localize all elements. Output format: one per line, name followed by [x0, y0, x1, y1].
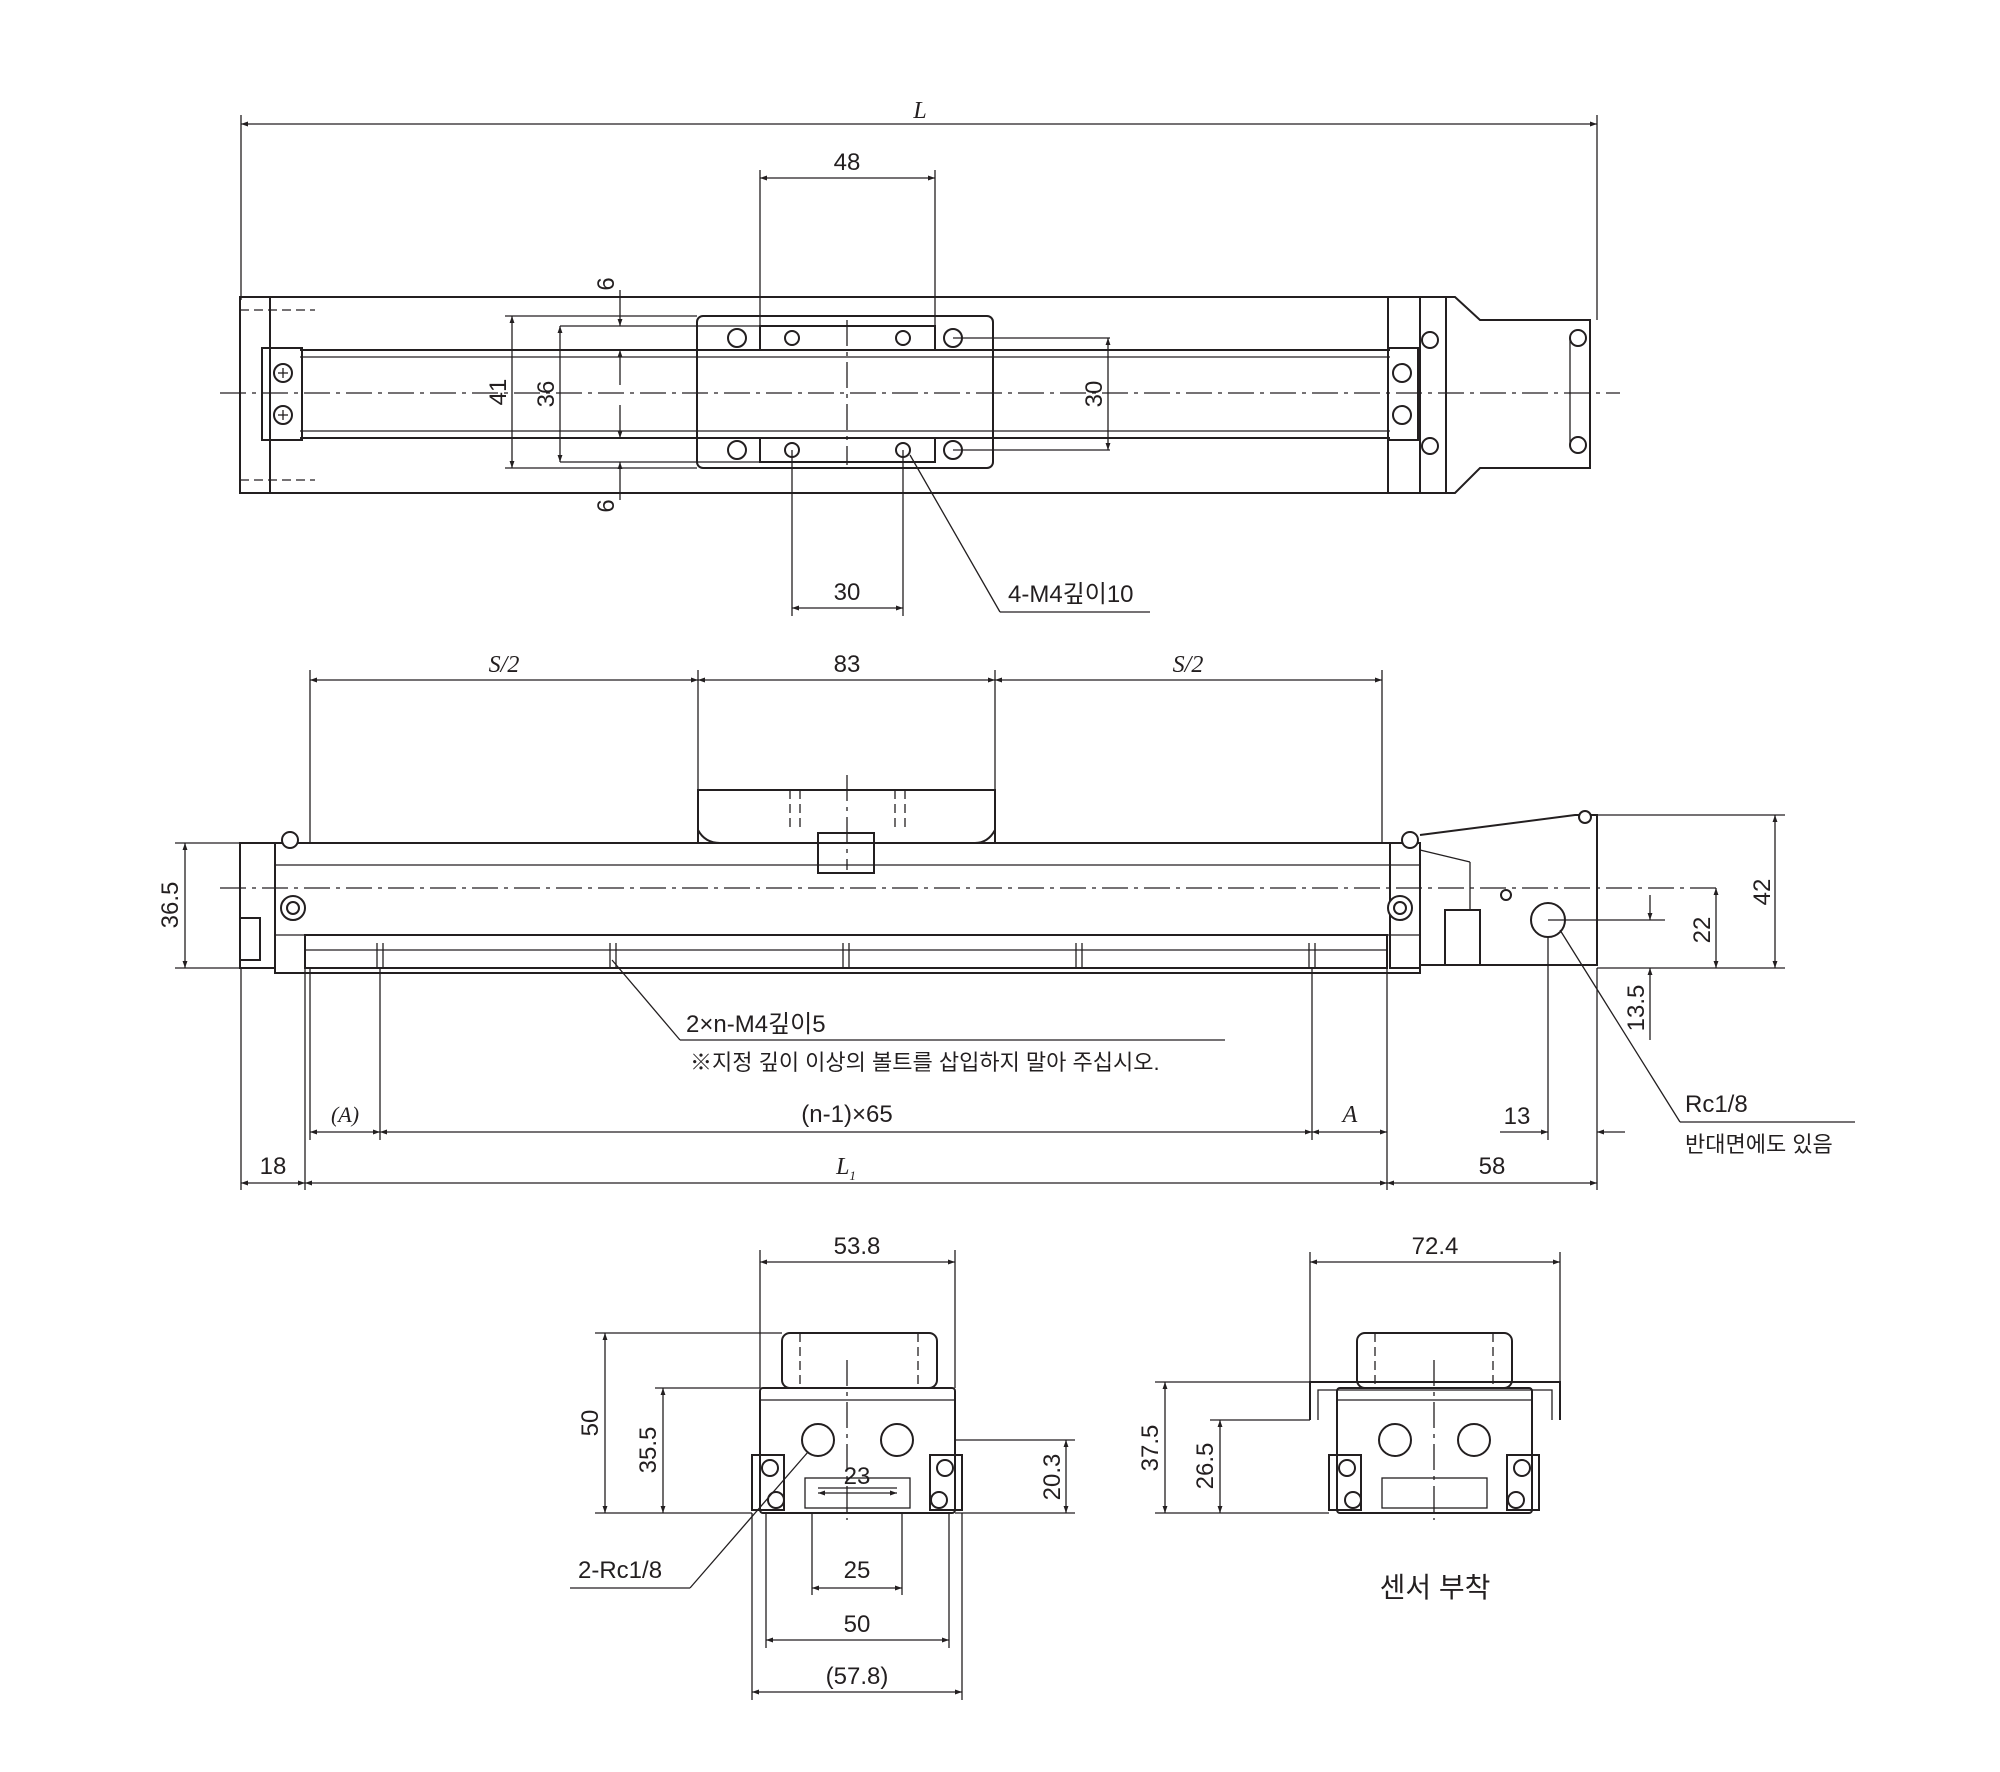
dim-22: 22 — [1689, 917, 1716, 944]
dim-36-5: 36.5 — [157, 882, 184, 929]
dim-26-5: 26.5 — [1192, 1443, 1219, 1490]
dim-50-width: 50 — [844, 1611, 871, 1638]
dim-83: 83 — [834, 651, 861, 678]
port-label: Rc1/8 — [1685, 1091, 1748, 1118]
front-view: S/2 83 S/2 36.5 42 22 13.5 2×n-M4깊이5 ※지정… — [157, 651, 1855, 1190]
dim-20-3: 20.3 — [1039, 1454, 1066, 1501]
dim-pitch: (n-1)×65 — [801, 1101, 892, 1128]
dim-S2-left: S/2 — [489, 652, 520, 678]
dim-6-lower: 6 — [593, 499, 620, 512]
dim-48: 48 — [834, 149, 861, 176]
dim-30-pitch: 30 — [834, 579, 861, 606]
dim-18: 18 — [260, 1153, 287, 1180]
sensor-view: 72.4 37.5 26.5 센서 부착 — [1137, 1233, 1561, 1603]
dim-13-5: 13.5 — [1623, 985, 1650, 1032]
sensor-caption: 센서 부착 — [1380, 1572, 1491, 1603]
top-view: L 48 6 6 41 36 30 30 — [220, 98, 1620, 616]
dim-A: A — [1341, 1102, 1358, 1128]
dim-57-8: (57.8) — [826, 1663, 889, 1690]
end-port-label: 2-Rc1/8 — [578, 1557, 662, 1584]
dim-35-5: 35.5 — [635, 1427, 662, 1474]
dim-36: 36 — [533, 381, 560, 408]
dim-23: 23 — [844, 1463, 871, 1490]
dim-13: 13 — [1504, 1103, 1531, 1130]
dim-42: 42 — [1749, 879, 1776, 906]
dim-L1: L1 — [835, 1154, 856, 1183]
dim-L: L — [912, 98, 926, 124]
bolt-warning: ※지정 깊이 이상의 볼트를 삽입하지 말아 주십시오. — [690, 1050, 1160, 1075]
dim-41: 41 — [485, 379, 512, 406]
dim-A-paren: (A) — [331, 1102, 359, 1127]
end-view: 53.8 50 35.5 20.3 23 25 50 (57.8) — [570, 1233, 1075, 1700]
tapped-holes-note: 4-M4깊이10 — [1008, 581, 1134, 608]
dim-30-vertical: 30 — [1081, 381, 1108, 408]
dim-6-upper: 6 — [593, 277, 620, 290]
port-note: 반대면에도 있음 — [1685, 1132, 1833, 1157]
dim-S2-right: S/2 — [1173, 652, 1204, 678]
bottom-holes-note: 2×n-M4깊이5 — [686, 1011, 826, 1038]
dim-58: 58 — [1479, 1153, 1506, 1180]
dim-50-height: 50 — [577, 1410, 604, 1437]
dim-25: 25 — [844, 1557, 871, 1584]
dim-53-8: 53.8 — [834, 1233, 881, 1260]
dim-72-4: 72.4 — [1412, 1233, 1459, 1260]
dim-37-5: 37.5 — [1137, 1425, 1164, 1472]
